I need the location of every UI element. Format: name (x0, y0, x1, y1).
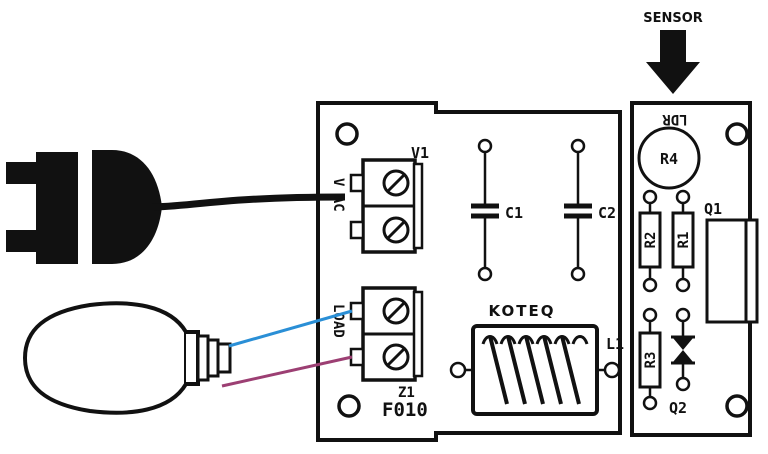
inductor-l1 (449, 324, 621, 416)
mount-hole-top-right (725, 122, 749, 146)
c2-label: C2 (598, 204, 616, 222)
light-bulb (23, 301, 232, 415)
model-label: F010 (382, 399, 428, 421)
c1-label: C1 (505, 204, 523, 222)
mount-hole-bottom-right (725, 394, 749, 418)
mount-hole-bottom-left (337, 394, 361, 418)
capacitor-c2 (564, 138, 592, 282)
z1-label: Z1 (398, 385, 415, 401)
r1-label: R1 (676, 232, 692, 249)
l1-label: L1 (606, 335, 624, 353)
resistor-r2 (638, 189, 662, 293)
v1-label: V1 (411, 144, 429, 162)
ldr-r4 (637, 126, 701, 190)
r4-label: R4 (660, 150, 678, 168)
r3-label: R3 (643, 352, 659, 369)
diode-q2 (671, 307, 695, 392)
sensor-label: SENSOR (643, 11, 703, 26)
vac-label: V AC (330, 178, 346, 212)
resistor-r1 (671, 189, 695, 293)
brand-label: KOTEQ (489, 302, 556, 320)
resistor-r3 (638, 307, 662, 411)
ldr-label: LDR (662, 111, 688, 127)
load-wire-purple (221, 355, 353, 388)
mount-hole-top-left (335, 122, 359, 146)
terminal-load (349, 286, 424, 382)
load-wire-blue (228, 309, 353, 348)
q1-label: Q1 (704, 200, 722, 218)
mains-plug (6, 150, 346, 264)
terminal-v1 (349, 158, 424, 254)
capacitor-c1 (471, 138, 499, 282)
q2-label: Q2 (669, 399, 687, 417)
triac-q1 (705, 218, 759, 324)
r2-label: R2 (643, 232, 659, 249)
sensor-arrow (646, 30, 700, 94)
mains-cable (149, 193, 346, 211)
load-label: LOAD (330, 304, 346, 338)
